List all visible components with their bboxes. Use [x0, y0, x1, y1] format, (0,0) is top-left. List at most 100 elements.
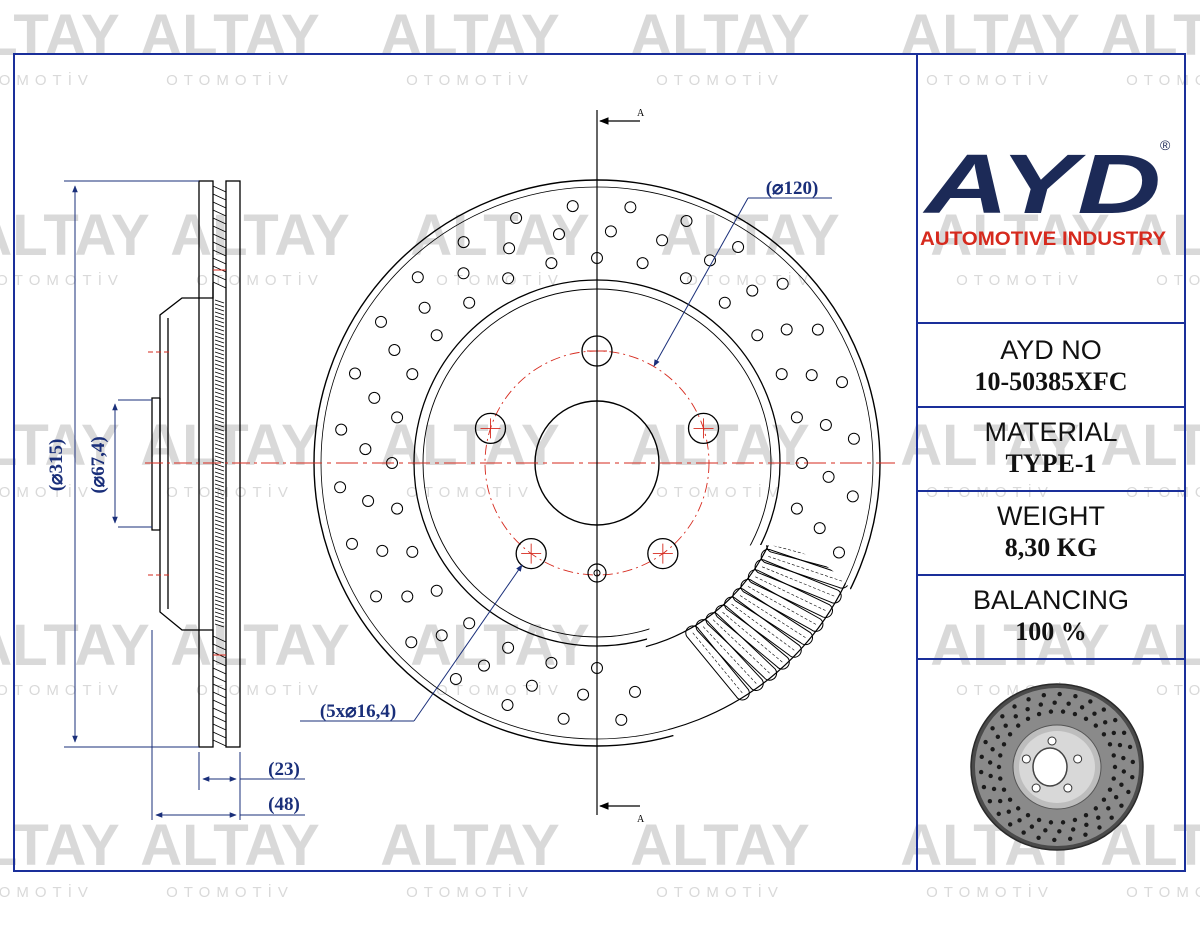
thumb-drill-hole [1107, 742, 1113, 747]
logo-tagline: AUTOMOTIVE INDUSTRY [920, 229, 1166, 250]
drill-hole [629, 685, 641, 698]
cooling-vane [747, 569, 834, 619]
drill-hole [503, 242, 516, 255]
svg-text:(⌀315): (⌀315) [46, 439, 67, 492]
watermark-sub: OTOMOTİV [436, 681, 564, 699]
thumb-drill-hole [1052, 700, 1057, 705]
dimension-bore-diameter: (⌀67,4) [88, 436, 109, 493]
drill-hole [746, 284, 759, 297]
disc-thumbnail [970, 683, 1144, 851]
thumb-drill-hole [1101, 707, 1107, 712]
thumb-drill-hole [1113, 795, 1119, 800]
drill-hole [780, 323, 793, 336]
spec-ayd-no: AYD NO 10-50385XFC [917, 334, 1185, 398]
drill-hole [566, 200, 579, 213]
drill-hole [833, 546, 845, 559]
drill-hole [430, 329, 443, 342]
thumb-drill-hole [1107, 787, 1113, 792]
drill-hole [401, 590, 414, 603]
thumb-drill-hole [1048, 709, 1054, 714]
drill-hole [545, 257, 558, 270]
watermark-brand: ALTAY [630, 813, 809, 878]
thumb-drill-hole [1111, 753, 1116, 758]
watermark-brand: ALTAY [900, 3, 1079, 68]
thumb-drill-hole [998, 753, 1003, 758]
thumb-drill-hole [998, 776, 1003, 781]
watermark-brand: ALTAY [380, 3, 559, 68]
watermark-sub: OTOMOTİV [196, 681, 324, 699]
spec-value-ayd-no: 10-50385XFC [974, 367, 1128, 396]
drawing-frame [13, 53, 1186, 872]
thumb-drill-hole [1073, 694, 1078, 699]
cooling-vane [779, 504, 871, 524]
thumb-drill-hole [1029, 824, 1035, 829]
watermark-sub: OTOMOTİV [656, 883, 784, 901]
thumb-drill-hole [1127, 744, 1133, 750]
drill-hole [822, 470, 835, 483]
watermark-brand: ALTAY [930, 203, 1109, 268]
drill-hole [545, 656, 558, 669]
drill-hole [819, 419, 832, 431]
thumb-drill-hole [1060, 709, 1066, 714]
watermark-sub: OTOMOTİV [406, 483, 534, 501]
thumb-drill-hole [1083, 716, 1089, 721]
drill-hole [679, 272, 692, 285]
thumb-drill-hole [1067, 836, 1073, 842]
ayd-logo: AYD ® AUTOMOTIVE INDUSTRY [920, 137, 1171, 250]
watermark-brand: ALTAY [140, 3, 319, 68]
thumb-drill-hole [1000, 714, 1005, 719]
thumb-drill-hole [1060, 820, 1066, 825]
watermark-brand: ALTAY [630, 413, 809, 478]
thumb-drill-hole [1006, 809, 1011, 814]
spec-label-material: MATERIAL [984, 417, 1118, 447]
drill-hole [362, 495, 375, 507]
drill-hole [457, 267, 470, 280]
watermark-brand: ALTAY [410, 203, 589, 268]
thumb-drill-hole [1106, 806, 1111, 811]
thumb-drill-hole [997, 798, 1003, 804]
thumb-drill-hole [1096, 815, 1101, 820]
bolt-hole [687, 412, 720, 445]
drill-hole [680, 215, 693, 227]
drill-hole [405, 636, 418, 649]
thumb-bolt-hole [1063, 783, 1073, 793]
cooling-vane [715, 604, 790, 670]
section-mark-bottom: A [637, 814, 645, 825]
thumb-drill-hole [1109, 815, 1114, 820]
drill-hole [557, 712, 570, 725]
thumb-drill-hole [996, 764, 1002, 770]
cooling-vane [685, 625, 750, 701]
drill-hole [435, 629, 448, 642]
watermark-brand: ALTAY [0, 813, 120, 878]
thumb-drill-hole [1001, 787, 1007, 792]
thumb-drill-hole [1119, 782, 1124, 787]
watermark-brand: ALTAY [1130, 203, 1200, 268]
drill-hole [636, 257, 649, 270]
thumb-drill-hole [1026, 697, 1031, 702]
thumb-drill-hole [990, 747, 995, 752]
thumb-drill-hole [1013, 714, 1018, 719]
thumb-drill-hole [987, 799, 993, 804]
drill-hole [836, 376, 848, 389]
drill-hole [375, 315, 387, 328]
bolt-hole [515, 537, 547, 570]
drill-hole [577, 688, 590, 701]
registered-mark: ® [1160, 137, 1171, 153]
cooling-vane [740, 578, 824, 632]
drill-hole [370, 590, 383, 603]
watermark-sub: OTOMOTİV [196, 271, 324, 289]
thumb-drill-hole [1121, 769, 1127, 774]
thumb-drill-hole [1015, 806, 1021, 811]
thumb-drill-hole [983, 739, 988, 745]
drill-hole [624, 201, 637, 214]
thumb-bolt-hole [1073, 754, 1083, 764]
drill-hole [359, 443, 372, 456]
watermark-sub: OTOMOTİV [0, 71, 94, 89]
watermark-layer: ALTAY OTOMOTİV ALTAY OTOMOTİV ALTAY OTOMOTİV A… [0, 3, 1200, 901]
watermark-sub: OTOMOTİV [166, 71, 294, 89]
dimension-total-height: (48) [268, 794, 300, 815]
drill-hole [604, 225, 617, 238]
bolt-hole [647, 537, 679, 570]
watermark-sub: OTOMOTİV [0, 271, 124, 289]
